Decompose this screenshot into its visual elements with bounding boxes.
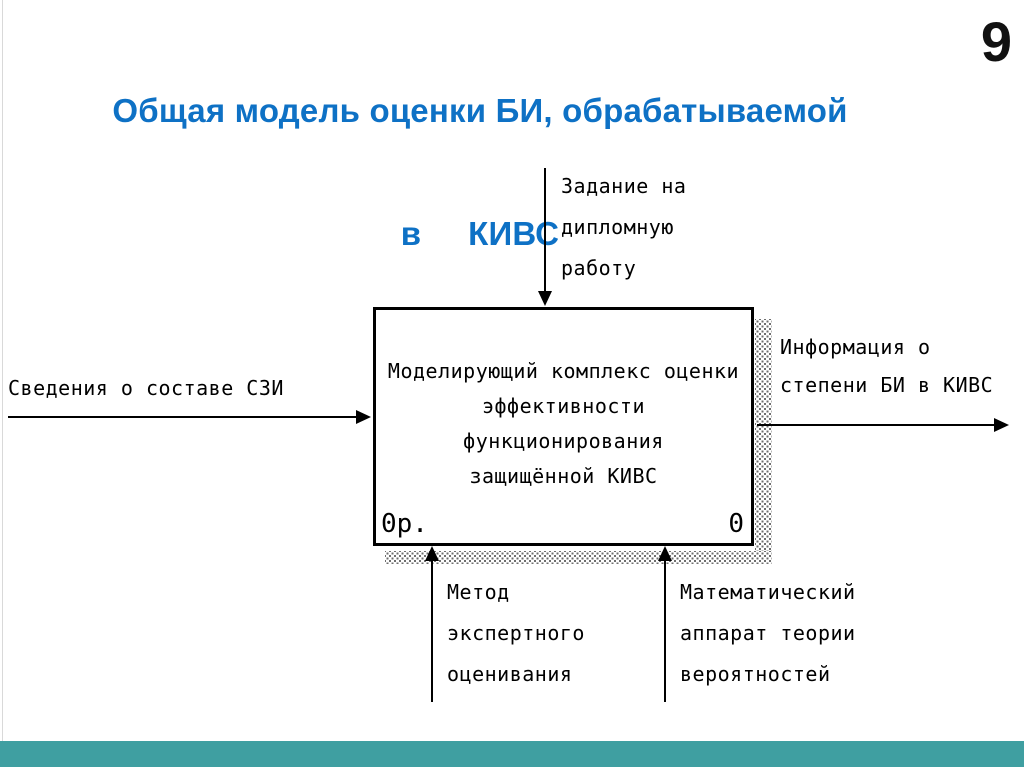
label-line: вероятностей	[680, 662, 831, 686]
slide-title: Общая модель оценки БИ, обрабатываемой в…	[0, 8, 960, 336]
slide-title-line1: Общая модель оценки БИ, обрабатываемой	[112, 92, 848, 129]
function-box-text-line1: Моделирующий комплекс оценки	[387, 359, 740, 383]
input-arrow-label: Сведения о составе СЗИ	[8, 376, 284, 400]
label-line: аппарат теории	[680, 621, 856, 645]
input-arrow-head-icon	[356, 410, 371, 424]
mechanism1-arrow-head-icon	[425, 546, 439, 561]
output-arrow-label: Информация о степени БИ в КИВС	[780, 328, 993, 404]
label-line: дипломную	[561, 215, 674, 239]
label-line: Информация о	[780, 335, 931, 359]
mechanism1-arrow-label: Метод экспертного оценивания	[447, 572, 585, 695]
slide-title-line2: в КИВС	[400, 215, 560, 252]
box-shadow-bottom	[385, 551, 772, 564]
function-box-text-line3: защищённой КИВС	[469, 464, 658, 488]
page-number: 9	[980, 10, 1012, 73]
function-box: Моделирующий комплекс оценки эффективнос…	[373, 307, 754, 546]
control-arrow-head-icon	[538, 291, 552, 306]
label-line: оценивания	[447, 662, 573, 686]
mechanism2-arrow-head-icon	[658, 546, 672, 561]
output-arrow-head-icon	[994, 418, 1009, 432]
mechanism1-arrow-line	[431, 556, 433, 702]
mechanism2-arrow-line	[664, 556, 666, 702]
label-line: экспертного	[447, 621, 585, 645]
box-shadow-right	[755, 319, 772, 564]
control-arrow-label: Задание на дипломную работу	[561, 166, 686, 289]
function-box-text: Моделирующий комплекс оценки эффективнос…	[376, 354, 751, 494]
footer-bar	[0, 741, 1024, 767]
slide-left-border	[2, 0, 3, 767]
label-line: степени БИ в КИВС	[780, 373, 994, 397]
box-node-number: 0	[728, 509, 744, 539]
label-line: работу	[561, 256, 637, 280]
label-line: Метод	[447, 580, 510, 604]
output-arrow-line	[757, 424, 997, 426]
input-arrow-line	[8, 416, 360, 418]
box-cost-label: 0р.	[381, 509, 428, 539]
function-box-text-line2: эффективности функционирования	[463, 394, 664, 453]
label-line: Математический	[680, 580, 856, 604]
control-arrow-line	[544, 168, 546, 296]
label-line: Задание на	[561, 174, 687, 198]
mechanism2-arrow-label: Математический аппарат теории вероятност…	[680, 572, 856, 695]
